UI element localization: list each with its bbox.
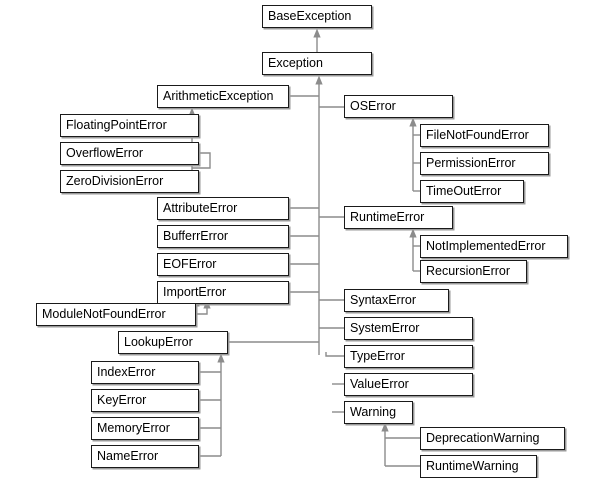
- edge-overflowerror-arithmeticexception: [192, 152, 211, 169]
- node-file_not_found_error[interactable]: FileNotFoundError: [420, 124, 549, 147]
- node-label: IndexError: [97, 365, 156, 379]
- node-label: Exception: [268, 56, 323, 70]
- node-os_error[interactable]: OSError: [344, 95, 453, 118]
- node-system_error[interactable]: SystemError: [344, 317, 473, 340]
- node-recursion_error[interactable]: RecursionError: [420, 260, 527, 283]
- node-permission_error[interactable]: PermissionError: [420, 152, 549, 175]
- node-label: MemoryError: [97, 421, 170, 435]
- node-label: SystemError: [350, 321, 420, 335]
- node-label: TypeError: [350, 349, 405, 363]
- node-runtime_error[interactable]: RuntimeError: [344, 206, 453, 229]
- node-exception[interactable]: Exception: [262, 52, 372, 75]
- node-overflow_error[interactable]: OverflowError: [60, 142, 199, 165]
- node-label: AttributeError: [163, 201, 238, 215]
- node-deprecation_warning[interactable]: DeprecationWarning: [420, 427, 565, 450]
- node-module_not_found[interactable]: ModuleNotFoundError: [36, 303, 196, 326]
- node-type_error[interactable]: TypeError: [344, 345, 473, 368]
- node-key_error[interactable]: KeyError: [91, 389, 199, 412]
- node-bufferr_error[interactable]: BufferrError: [157, 225, 289, 248]
- node-label: BaseException: [268, 9, 352, 23]
- node-import_error[interactable]: ImportError: [157, 281, 289, 304]
- node-label: KeyError: [97, 393, 147, 407]
- node-warning[interactable]: Warning: [344, 401, 413, 424]
- node-name_error[interactable]: NameError: [91, 445, 199, 468]
- node-label: ValueError: [350, 377, 409, 391]
- node-label: LookupError: [124, 335, 193, 349]
- node-label: DeprecationWarning: [426, 431, 540, 445]
- node-zero_division_error[interactable]: ZeroDivisionError: [60, 170, 199, 193]
- node-eof_error[interactable]: EOFError: [157, 253, 289, 276]
- node-label: ImportError: [163, 285, 227, 299]
- edge-typeerror-exception: [325, 352, 344, 357]
- node-label: PermissionError: [426, 156, 516, 170]
- node-index_error[interactable]: IndexError: [91, 361, 199, 384]
- node-floating_point_error[interactable]: FloatingPointError: [60, 114, 199, 137]
- node-label: NameError: [97, 449, 159, 463]
- node-label: ArithmeticException: [163, 89, 274, 103]
- node-not_implemented_error[interactable]: NotImplementedError: [420, 235, 568, 258]
- node-label: BufferrError: [163, 229, 229, 243]
- node-time_out_error[interactable]: TimeOutError: [420, 180, 524, 203]
- node-label: RecursionError: [426, 264, 511, 278]
- node-attribute_error[interactable]: AttributeError: [157, 197, 289, 220]
- node-label: RuntimeError: [350, 210, 425, 224]
- node-label: OverflowError: [66, 146, 144, 160]
- node-lookup_error[interactable]: LookupError: [118, 331, 228, 354]
- node-label: NotImplementedError: [426, 239, 546, 253]
- node-label: FileNotFoundError: [426, 128, 529, 142]
- node-label: ZeroDivisionError: [66, 174, 164, 188]
- node-label: RuntimeWarning: [426, 459, 519, 473]
- node-label: TimeOutError: [426, 184, 502, 198]
- node-label: EOFError: [163, 257, 217, 271]
- node-arithmetic_exception[interactable]: ArithmeticException: [157, 85, 289, 108]
- node-label: SyntaxError: [350, 293, 416, 307]
- node-syntax_error[interactable]: SyntaxError: [344, 289, 449, 312]
- node-memory_error[interactable]: MemoryError: [91, 417, 199, 440]
- node-label: ModuleNotFoundError: [42, 307, 166, 321]
- node-runtime_warning[interactable]: RuntimeWarning: [420, 455, 537, 478]
- node-base_exception[interactable]: BaseException: [262, 5, 372, 28]
- node-label: FloatingPointError: [66, 118, 167, 132]
- edge-modulenotfounderror-to-importerror: [196, 299, 211, 315]
- node-value_error[interactable]: ValueError: [344, 373, 473, 396]
- node-label: OSError: [350, 99, 396, 113]
- node-label: Warning: [350, 405, 397, 419]
